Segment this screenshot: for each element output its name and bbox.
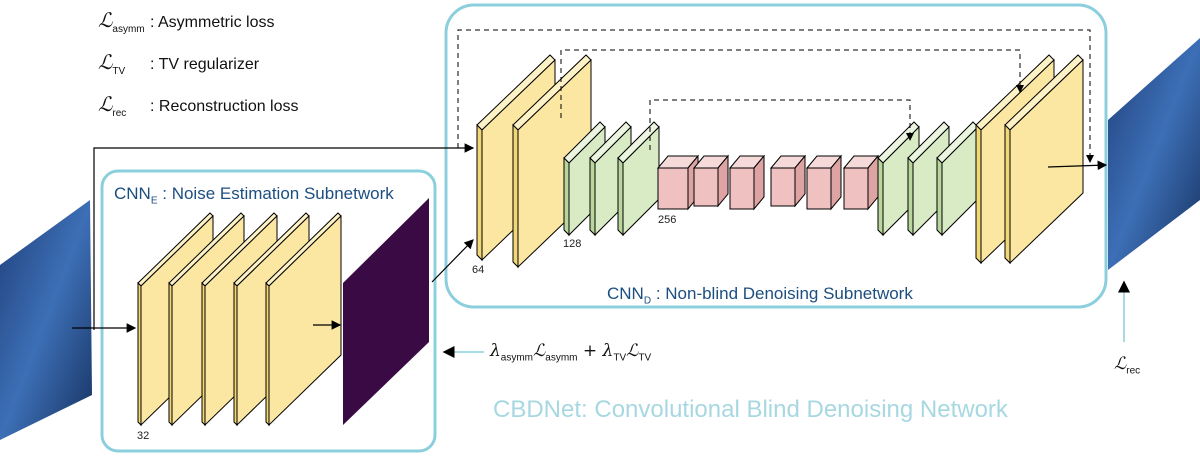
channel-label: 128 xyxy=(563,238,582,250)
skip-connection-middle xyxy=(560,49,1024,118)
legend-rec: ℒrec : Reconstruction loss xyxy=(98,92,299,119)
cnn-d-layers xyxy=(476,54,1084,269)
rec-loss-label: ℒrec xyxy=(1114,354,1141,377)
legend-symbol: ℒrec xyxy=(98,92,127,119)
input-image xyxy=(0,200,92,440)
loss-formula: λasymmℒasymm + λTVℒTV xyxy=(490,341,652,364)
skip-connections xyxy=(457,29,1094,163)
cnn-e-layers xyxy=(137,212,342,427)
cnn-d-layer-256 xyxy=(692,154,730,208)
cnn-d-layer-128 xyxy=(617,121,660,237)
output-image xyxy=(1108,38,1200,270)
cnn-d-box xyxy=(444,3,1108,309)
cnn-d-layer-256 xyxy=(769,154,807,208)
channel-label: 32 xyxy=(137,430,150,442)
legend-desc: : TV regularizer xyxy=(150,56,260,73)
cnn-e-box xyxy=(100,169,437,453)
skip-connection-inner xyxy=(649,99,914,150)
cnn-e-title: CNNE : Noise Estimation Subnetwork xyxy=(114,184,394,207)
legend-desc: : Asymmetric loss xyxy=(150,14,275,31)
legend-tv: ℒTV : TV regularizer xyxy=(98,50,259,77)
legend-symbol: ℒasymm xyxy=(98,8,145,35)
channel-label: 64 xyxy=(472,264,485,276)
cnn-e-layer xyxy=(265,212,342,427)
cnn-d-layer-256 xyxy=(656,154,700,211)
arrow-noise-map-to-cnn-d xyxy=(431,239,474,283)
cnn-d-layer-64 xyxy=(1004,54,1084,265)
legend-symbol: ℒTV xyxy=(98,50,126,77)
cnn-d-layer-256 xyxy=(805,154,843,211)
arrow-input-skip-to-cnn-d xyxy=(93,143,475,330)
channel-label: 256 xyxy=(658,214,677,226)
diagram-title: CBDNet: Convolutional Blind Denoising Ne… xyxy=(493,396,1008,423)
arrow-to-output xyxy=(1047,160,1108,171)
legend-asymm: ℒasymm : Asymmetric loss xyxy=(98,8,274,35)
legend-desc: : Reconstruction loss xyxy=(150,98,299,115)
skip-connection-outer xyxy=(457,29,1094,163)
noise-level-map xyxy=(343,198,429,425)
cnn-d-layer-256 xyxy=(842,154,880,211)
cnn-d-title: CNND : Non-blind Denoising Subnetwork xyxy=(607,284,913,307)
cnn-d-layer-128 xyxy=(936,121,979,237)
cnn-d-layer-256 xyxy=(728,154,766,211)
